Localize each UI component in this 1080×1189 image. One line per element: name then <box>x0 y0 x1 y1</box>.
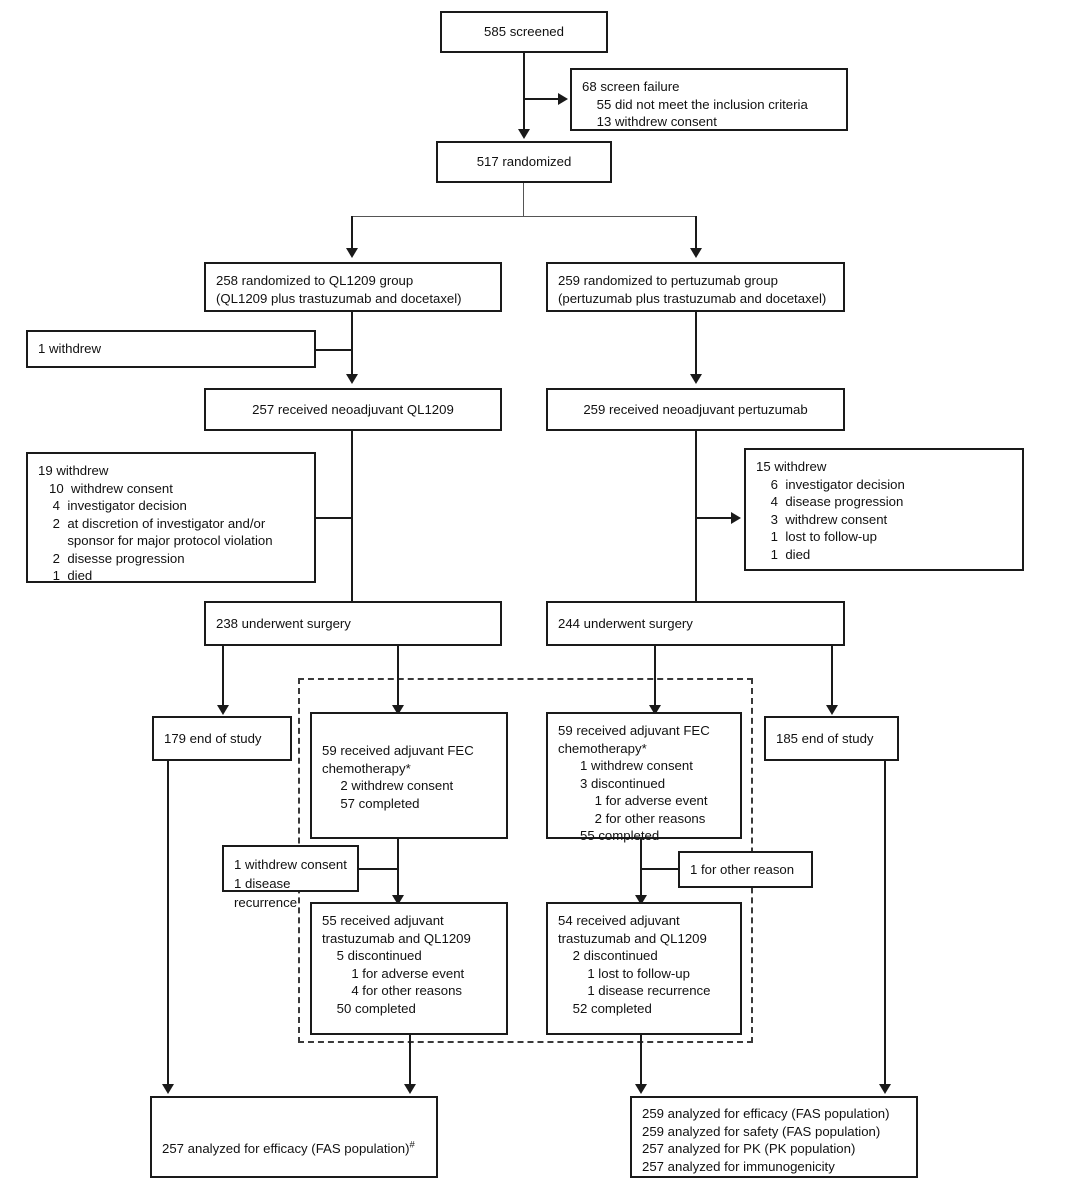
node-adjuvant-right-label: 54 received adjuvant trastuzumab and QL1… <box>558 913 711 1016</box>
node-fec-right-label: 59 received adjuvant FEC chemotherapy* 1… <box>558 723 710 843</box>
node-surgery-left: 238 underwent surgery <box>204 601 502 646</box>
node-fec-left-label: 59 received adjuvant FEC chemotherapy* 2… <box>322 743 474 811</box>
footnote-marker-hash: # <box>409 1139 415 1151</box>
node-analysis-right: 259 analyzed for efficacy (FAS populatio… <box>630 1096 918 1178</box>
node-received-left-label: 257 received neoadjuvant QL1209 <box>252 401 454 417</box>
node-end-of-study-left: 179 end of study <box>152 716 292 761</box>
node-left-mid-losses-label: 1 withdrew consent 1 disease recurrence <box>234 857 347 910</box>
node-allocation-right: 259 randomized to pertuzumab group (pert… <box>546 262 845 312</box>
node-allocation-left: 258 randomized to QL1209 group (QL1209 p… <box>204 262 502 312</box>
node-left-withdrew-1-label: 1 withdrew <box>38 341 102 357</box>
node-left-withdrew-19: 19 withdrew 10 withdrew consent 4 invest… <box>26 452 316 583</box>
node-fec-right: 59 received adjuvant FEC chemotherapy* 1… <box>546 712 742 843</box>
node-allocation-right-label: 259 randomized to pertuzumab group (pert… <box>558 273 827 306</box>
node-adjuvant-left: 55 received adjuvant trastuzumab and QL1… <box>310 902 508 1035</box>
node-right-withdrew-15-label: 15 withdrew 6 investigator decision 4 di… <box>756 459 905 562</box>
node-screen-failure: 68 screen failure 55 did not meet the in… <box>570 68 848 131</box>
node-analysis-left-line1: 257 analyzed for efficacy (FAS populatio… <box>162 1139 415 1156</box>
node-screened: 585 screened <box>440 11 608 53</box>
node-left-withdrew-1: 1 withdrew <box>26 330 316 368</box>
node-analysis-left: 257 analyzed for efficacy (FAS populatio… <box>150 1096 438 1178</box>
node-end-of-study-right: 185 end of study <box>764 716 899 761</box>
node-left-mid-losses: 1 withdrew consent 1 disease recurrence <box>222 845 359 910</box>
node-analysis-right-label: 259 analyzed for efficacy (FAS populatio… <box>642 1106 890 1174</box>
node-randomized-label: 517 randomized <box>476 154 572 170</box>
node-received-right-label: 259 received neoadjuvant pertuzumab <box>583 401 808 417</box>
node-left-withdrew-19-label: 19 withdrew 10 withdrew consent 4 invest… <box>38 463 273 583</box>
node-right-mid-losses-label: 1 for other reason <box>690 861 795 877</box>
node-surgery-left-label: 238 underwent surgery <box>216 615 351 631</box>
node-right-withdrew-15: 15 withdrew 6 investigator decision 4 di… <box>744 448 1024 571</box>
node-randomized: 517 randomized <box>436 141 612 183</box>
node-surgery-right-label: 244 underwent surgery <box>558 615 693 631</box>
node-allocation-left-label: 258 randomized to QL1209 group (QL1209 p… <box>216 273 462 306</box>
node-screen-failure-label: 68 screen failure 55 did not meet the in… <box>582 79 808 129</box>
node-end-of-study-left-label: 179 end of study <box>164 730 262 746</box>
node-surgery-right: 244 underwent surgery <box>546 601 845 646</box>
node-right-mid-losses: 1 for other reason <box>678 851 813 888</box>
node-received-left: 257 received neoadjuvant QL1209 <box>204 388 502 431</box>
node-end-of-study-right-label: 185 end of study <box>776 730 874 746</box>
node-adjuvant-right: 54 received adjuvant trastuzumab and QL1… <box>546 902 742 1035</box>
node-adjuvant-left-label: 55 received adjuvant trastuzumab and QL1… <box>322 913 471 1016</box>
node-received-right: 259 received neoadjuvant pertuzumab <box>546 388 845 431</box>
node-screened-label: 585 screened <box>484 24 564 40</box>
node-fec-left: 59 received adjuvant FEC chemotherapy* 2… <box>310 712 508 839</box>
